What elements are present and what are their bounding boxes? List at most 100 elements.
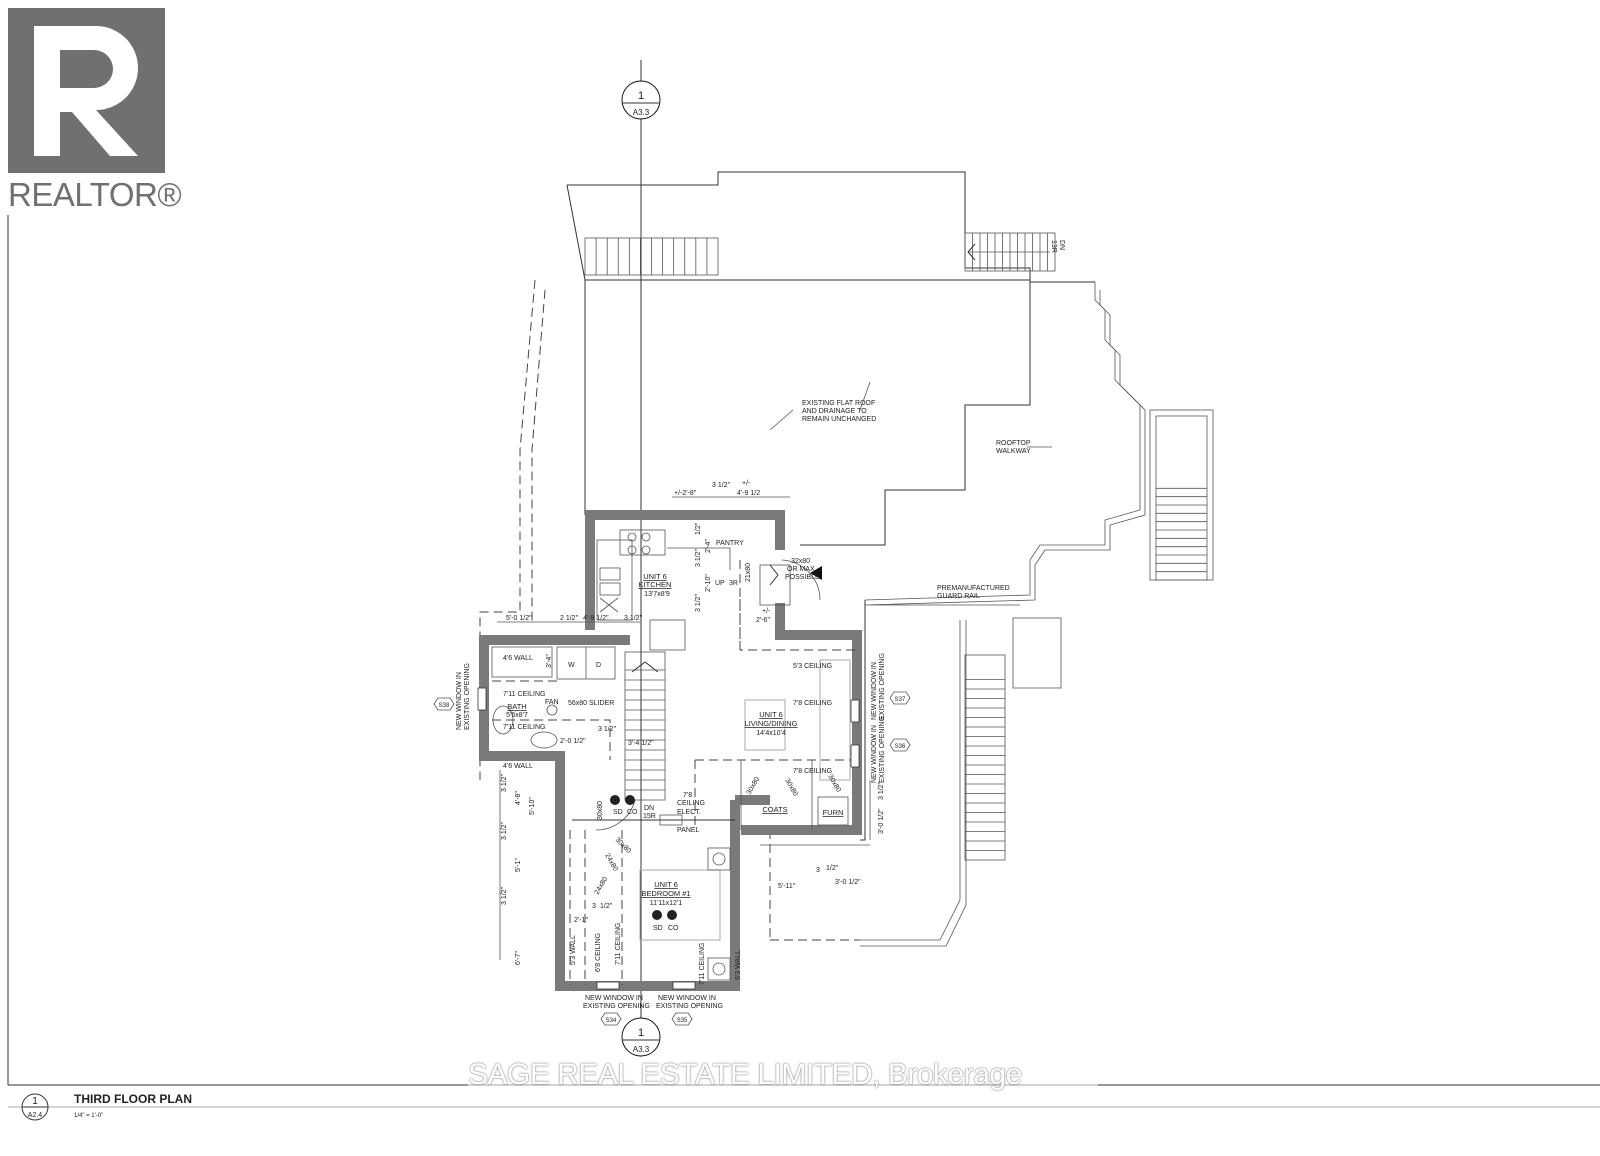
svg-text:EXISTING FLAT ROOF: EXISTING FLAT ROOF xyxy=(802,400,875,407)
svg-text:3'-0 1/2": 3'-0 1/2" xyxy=(835,879,861,886)
svg-text:BEDROOM #1: BEDROOM #1 xyxy=(641,889,690,898)
bath-label: BATH xyxy=(507,702,526,711)
svg-text:5'-0 1/2": 5'-0 1/2" xyxy=(506,615,532,622)
svg-text:5'-10": 5'-10" xyxy=(529,797,536,815)
realtor-logo-mark xyxy=(8,8,165,173)
svg-text:EXISTING OPENING: EXISTING OPENING xyxy=(656,1003,723,1010)
window-tag-s34: S34 xyxy=(600,1012,622,1026)
svg-text:5'3 WALL: 5'3 WALL xyxy=(570,935,577,965)
realtor-r-icon xyxy=(34,26,138,156)
svg-text:2'-6": 2'-6" xyxy=(756,617,770,624)
svg-text:NEW WINDOW IN: NEW WINDOW IN xyxy=(871,662,878,720)
svg-text:POSSIBLE: POSSIBLE xyxy=(785,574,820,581)
svg-text:14'4x10'4: 14'4x10'4 xyxy=(756,730,786,737)
dimension-labels: +/-2'-8" 3 1/2" +/- 4'-9 1/2 5'-0 1/2" 2… xyxy=(501,480,885,965)
svg-text:UP: UP xyxy=(715,580,725,587)
title-block: 1 A2.4 THIRD FLOOR PLAN 1/4" = 1'-0" xyxy=(21,1092,192,1121)
svg-text:7'11 CEILING: 7'11 CEILING xyxy=(615,923,622,965)
roof-stair-left xyxy=(584,237,719,276)
svg-text:+/-: +/- xyxy=(742,480,751,487)
svg-text:1/2": 1/2" xyxy=(826,865,839,872)
svg-text:A3.3: A3.3 xyxy=(633,1045,650,1054)
svg-text:2'-10": 2'-10" xyxy=(705,574,712,592)
window-tag-s36: S36 xyxy=(889,738,911,752)
svg-text:3: 3 xyxy=(592,903,596,910)
window-labels: NEW WINDOW IN EXISTING OPENING NEW WINDO… xyxy=(433,653,911,1026)
svg-text:3: 3 xyxy=(816,867,820,874)
svg-text:NEW WINDOW IN: NEW WINDOW IN xyxy=(658,995,716,1002)
svg-text:2'-1": 2'-1" xyxy=(574,917,588,924)
brokerage-watermark: SAGE REAL ESTATE LIMITED, Brokerage xyxy=(468,1057,1098,1093)
realtor-logo-text: REALTOR® xyxy=(8,176,182,213)
window-tag-s38: S38 xyxy=(433,697,455,711)
svg-text:GUARD RAIL: GUARD RAIL xyxy=(937,593,980,600)
svg-text:4'6 WALL: 4'6 WALL xyxy=(503,655,533,662)
svg-text:A2.4: A2.4 xyxy=(28,1112,43,1119)
svg-text:15R: 15R xyxy=(643,813,656,820)
svg-text:NEW WINDOW IN: NEW WINDOW IN xyxy=(456,672,463,730)
svg-text:7'11 CEILING: 7'11 CEILING xyxy=(503,724,545,731)
svg-text:+/-2'-8": +/-2'-8" xyxy=(674,490,697,497)
svg-text:W: W xyxy=(568,662,575,669)
svg-text:2'-0 1/2": 2'-0 1/2" xyxy=(560,738,586,745)
svg-text:5'3 CEILING: 5'3 CEILING xyxy=(793,663,832,670)
svg-text:LIVING/DINING: LIVING/DINING xyxy=(745,719,798,728)
svg-text:EXISTING OPENING: EXISTING OPENING xyxy=(879,653,886,720)
svg-text:PANTRY: PANTRY xyxy=(716,540,744,547)
svg-text:ROOFTOP: ROOFTOP xyxy=(996,440,1031,447)
svg-text:3 1/2": 3 1/2" xyxy=(712,482,731,489)
svg-text:SD: SD xyxy=(653,925,663,932)
svg-text:13'7x8'9: 13'7x8'9 xyxy=(644,591,670,598)
svg-text:NEW WINDOW IN: NEW WINDOW IN xyxy=(871,725,878,783)
svg-text:3 1/2": 3 1/2" xyxy=(501,773,508,792)
living-label: UNIT 6 xyxy=(759,710,783,719)
svg-text:7'11 CEILING: 7'11 CEILING xyxy=(699,943,706,985)
svg-text:+/-: +/- xyxy=(762,608,771,615)
svg-text:7'8 CEILING: 7'8 CEILING xyxy=(793,700,832,707)
svg-text:CO: CO xyxy=(627,809,638,816)
svg-text:SD: SD xyxy=(613,809,623,816)
svg-text:3'-4": 3'-4" xyxy=(546,654,553,668)
svg-text:S36: S36 xyxy=(895,744,906,750)
svg-text:24x80: 24x80 xyxy=(594,876,610,896)
svg-text:1/2": 1/2" xyxy=(695,522,702,535)
svg-text:7'8 CEILING: 7'8 CEILING xyxy=(793,768,832,775)
svg-text:REMAIN UNCHANGED: REMAIN UNCHANGED xyxy=(802,416,876,423)
svg-text:56x80 SLIDER: 56x80 SLIDER xyxy=(568,700,614,707)
svg-text:1/2": 1/2" xyxy=(600,903,613,910)
svg-text:PREMANUFACTURED: PREMANUFACTURED xyxy=(937,585,1010,592)
svg-text:3 1/2": 3 1/2" xyxy=(501,821,508,840)
svg-text:EXISTING OPENING: EXISTING OPENING xyxy=(879,716,886,783)
drawing-scale: 1/4" = 1'-0" xyxy=(74,1113,103,1119)
svg-text:13R: 13R xyxy=(1050,240,1057,253)
svg-text:3 1/2": 3 1/2" xyxy=(878,781,885,800)
svg-text:7'11 CEILING: 7'11 CEILING xyxy=(503,691,545,698)
svg-text:3 1/2": 3 1/2" xyxy=(624,615,643,622)
kitchen-label: UNIT 6 xyxy=(643,572,667,581)
svg-text:3 1/2": 3 1/2" xyxy=(598,726,617,733)
svg-text:EXISTING OPENING: EXISTING OPENING xyxy=(583,1003,650,1010)
svg-text:FURN: FURN xyxy=(823,808,844,817)
svg-text:DN: DN xyxy=(644,805,654,812)
svg-text:7'8: 7'8 xyxy=(683,792,692,799)
interior-fixtures xyxy=(477,529,860,990)
svg-text:24x80: 24x80 xyxy=(603,853,619,873)
svg-text:4'6 WALL: 4'6 WALL xyxy=(503,763,533,770)
svg-text:D: D xyxy=(596,662,601,669)
svg-text:5'3 WALL: 5'3 WALL xyxy=(735,950,742,980)
svg-text:30x80: 30x80 xyxy=(746,776,762,796)
svg-text:3 1/2": 3 1/2" xyxy=(501,886,508,905)
svg-text:OR MAX.: OR MAX. xyxy=(787,566,817,573)
svg-text:FAN: FAN xyxy=(545,699,559,706)
svg-text:30x80: 30x80 xyxy=(826,774,842,794)
svg-text:EXISTING OPENING: EXISTING OPENING xyxy=(464,663,471,730)
svg-text:WALKWAY: WALKWAY xyxy=(996,448,1031,455)
svg-text:3'-0 1/2": 3'-0 1/2" xyxy=(878,808,885,834)
svg-text:1: 1 xyxy=(32,1096,38,1107)
svg-text:11'11x12'1: 11'11x12'1 xyxy=(650,900,682,907)
dimension-lines xyxy=(497,496,871,960)
roof-stair-down-13r: DN 13R xyxy=(964,232,1065,272)
svg-text:30x80: 30x80 xyxy=(597,801,604,820)
